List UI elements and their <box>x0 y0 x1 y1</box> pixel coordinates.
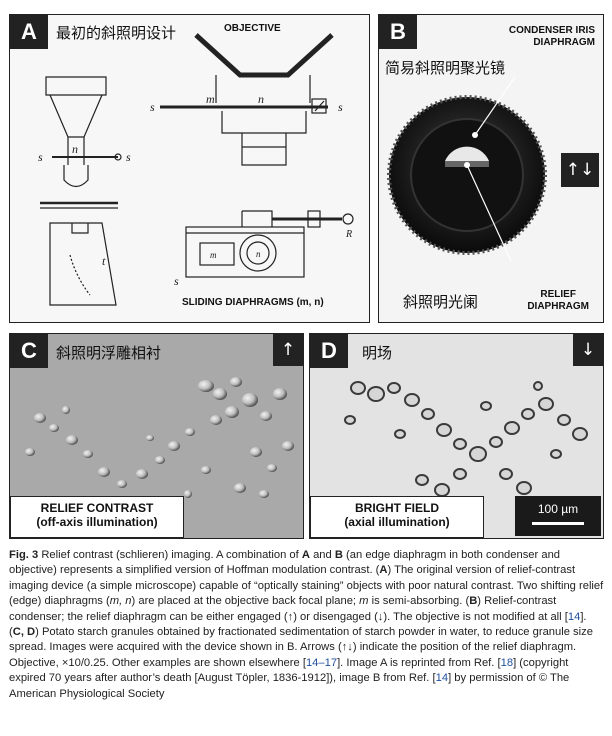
caption-italic-m: m <box>359 595 369 608</box>
caption-bold-cd: C, D <box>12 626 36 639</box>
relief-diaphragm-label: RELIEF DIAPHRAGM <box>527 289 589 313</box>
glyph-m-slide: m <box>210 250 217 260</box>
panel-d: D 明场 ↓ BRIGHT FIELD (axial illumination)… <box>309 333 604 539</box>
caption-fig-label: Fig. 3 <box>9 549 39 561</box>
caption-text-12: ] by permission of © The American Physio… <box>9 672 570 700</box>
caption-text-4: ) The original version of relief-contras… <box>9 564 604 608</box>
condenser-label-line1: CONDENSER IRIS <box>508 25 595 36</box>
caption-text-2: and <box>309 549 335 561</box>
bright-field-caption: BRIGHT FIELD (axial illumination) <box>310 496 484 538</box>
glyph-n-obj: n <box>258 92 264 106</box>
bright-field-micrograph <box>344 381 588 497</box>
panel-letter-c: C <box>10 334 48 368</box>
caption-ref-3[interactable]: 18 <box>500 656 514 669</box>
diaphragm-disengaged-arrow: ↓ <box>573 334 603 366</box>
glyph-s-obj-right: s <box>338 100 343 114</box>
glyph-s-left: s <box>38 150 43 164</box>
caption-ref-4[interactable]: 14 <box>435 672 449 685</box>
relief-contrast-caption: RELIEF CONTRAST (off-axis illumination) <box>10 496 184 538</box>
panel-d-title: 明场 <box>362 344 393 362</box>
relief-contrast-micrograph <box>25 377 294 498</box>
caption-text-10: ]. Image A is reprinted from Ref. [ <box>337 656 501 669</box>
panel-c: C 斜照明浮雕相衬 ↑ RELIEF CONTRAST (off-axis il… <box>9 333 304 539</box>
relief-label-line1: RELIEF <box>540 289 576 300</box>
glyph-n-slide: n <box>256 249 261 259</box>
relief-contrast-line1: RELIEF CONTRAST <box>40 501 154 515</box>
glyph-t: t <box>102 254 106 268</box>
glyph-s-right: s <box>126 150 131 164</box>
figure-caption: Fig. 3 Relief contrast (schlieren) imagi… <box>9 548 604 702</box>
caption-text-8: ]. ( <box>9 610 587 639</box>
panel-letter-a: A <box>10 15 48 49</box>
glyph-n-left: n <box>72 142 78 156</box>
caption-text-1: Relief contrast (schlieren) imaging. A c… <box>41 549 302 561</box>
scale-bar: 100 µm <box>515 496 601 536</box>
panel-b-title: 简易斜照明聚光镜 <box>385 59 506 77</box>
glyph-r: R <box>345 229 352 240</box>
glyph-m-obj: m <box>206 92 215 106</box>
bright-field-line1: BRIGHT FIELD <box>355 501 439 515</box>
caption-bold-b2: B <box>469 595 478 608</box>
engage-toggle-arrows: ↑↓ <box>561 153 599 187</box>
panel-b: B CONDENSER IRIS DIAPHRAGM 简易斜照明聚光镜 ↑↓ 斜… <box>378 14 604 323</box>
relief-label-line2: DIAPHRAGM <box>527 301 589 312</box>
panel-a-title: 最初的斜照明设计 <box>56 24 177 42</box>
caption-ref-1[interactable]: 14 <box>567 610 581 623</box>
caption-text-7: ) Relief-contrast condenser; the relief … <box>9 595 568 623</box>
caption-italic-mn: m, n <box>109 595 132 608</box>
panel-letter-d: D <box>310 334 348 368</box>
caption-text-9: ) Potato starch granules obtained by fra… <box>9 626 593 669</box>
panel-c-title: 斜照明浮雕相衬 <box>56 344 162 362</box>
condenser-photo <box>387 76 547 262</box>
caption-text-6: is semi-absorbing. ( <box>368 595 470 608</box>
condenser-label-line2: DIAPHRAGM <box>533 37 595 48</box>
caption-bold-a1: A <box>301 549 310 561</box>
caption-bold-a2: A <box>379 564 388 577</box>
caption-bold-b1: B <box>334 549 343 561</box>
diaphragm-engaged-arrow: ↑ <box>273 334 303 366</box>
glyph-s-slide: s <box>174 274 179 288</box>
caption-text-11: ] (copyright expired 70 years after auth… <box>9 656 569 685</box>
panel-a: A 最初的斜照明设计 OBJECTIVE <box>9 14 370 323</box>
caption-text-5: ) are placed at the objective back focal… <box>131 595 360 608</box>
glyph-s-obj-left: s <box>150 100 155 114</box>
caption-text-3: (an edge diaphragm in both condenser and… <box>9 549 561 577</box>
microscope-drawing: s s n t s m n s m n R s <box>38 33 354 306</box>
panel-b-subtitle: 斜照明光阑 <box>403 293 479 311</box>
sliding-diaphragms-label: SLIDING DIAPHRAGMS (m, n) <box>182 297 324 308</box>
scale-bar-label: 100 µm <box>537 502 579 516</box>
panel-letter-b: B <box>379 15 417 49</box>
objective-label: OBJECTIVE <box>224 23 281 34</box>
bright-field-line2: (axial illumination) <box>344 515 450 529</box>
condenser-iris-label: CONDENSER IRIS DIAPHRAGM <box>509 25 595 49</box>
relief-contrast-line2: (off-axis illumination) <box>36 515 158 529</box>
caption-ref-2[interactable]: 14–17 <box>305 656 338 669</box>
scale-bar-line <box>532 522 584 525</box>
